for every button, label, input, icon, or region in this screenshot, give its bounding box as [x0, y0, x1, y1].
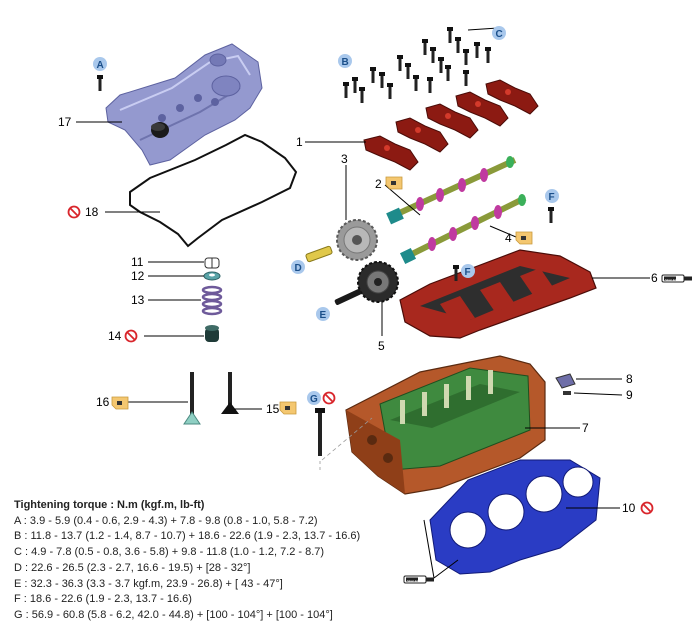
callout-c: C: [496, 29, 503, 40]
camshaft-carrier: [399, 249, 597, 339]
label-17: 17: [58, 115, 72, 129]
callout-g: G: [310, 394, 318, 405]
cylinder-head: [345, 355, 546, 495]
valve-stem-seal: [205, 325, 219, 342]
no-reuse-icon-g: [322, 391, 336, 405]
no-reuse-icon-14: [124, 329, 138, 343]
no-reuse-icon-10: [640, 501, 654, 515]
carrier-bolt-f-upper: [548, 207, 554, 223]
exhaust-camshaft: [386, 156, 517, 225]
label-12: 12: [131, 269, 145, 283]
exhaust-valve: [221, 372, 239, 414]
torque-line-e: E : 32.3 - 36.3 (3.3 - 3.7 kgf.m, 23.9 -…: [14, 577, 283, 590]
torque-line-d: D : 22.6 - 26.5 (2.3 - 2.7, 16.6 - 19.5)…: [14, 561, 251, 574]
label-10: 10: [622, 501, 636, 515]
sprocket-bolt-e: [334, 289, 362, 305]
svg-text:SEALANT: SEALANT: [407, 579, 421, 583]
torque-line-a: A : 3.9 - 5.9 (0.4 - 0.6, 2.9 - 4.3) + 7…: [14, 514, 318, 527]
leader-lines: [76, 27, 650, 579]
label-11: 11: [131, 255, 144, 269]
cylinder-head-cover: [105, 43, 263, 166]
camshaft-bearing-caps: [363, 79, 539, 171]
sealant-icon-gasket: SEALANT: [403, 575, 435, 584]
svg-text:SEALANT: SEALANT: [665, 278, 679, 282]
label-9: 9: [626, 388, 633, 402]
bracket-bolt: [563, 391, 571, 395]
label-14: 14: [108, 329, 122, 343]
torque-line-b: B : 11.8 - 13.7 (1.2 - 1.4, 8.7 - 10.7) …: [14, 530, 361, 543]
label-13: 13: [131, 293, 145, 307]
callout-d: D: [295, 263, 302, 274]
no-reuse-icon-18: [67, 205, 81, 219]
head-bolt-g: [315, 408, 325, 456]
torque-title: Tightening torque : N.m (kgf.m, lb-ft): [14, 499, 205, 511]
label-3: 3: [341, 152, 348, 166]
label-8: 8: [626, 372, 633, 386]
callout-b: B: [342, 57, 349, 68]
head-gasket: [429, 459, 601, 575]
bracket: [555, 373, 576, 389]
torque-line-c: C : 4.9 - 7.8 (0.5 - 0.8, 3.6 - 5.8) + 9…: [14, 546, 325, 559]
cover-bolt-a: [97, 75, 103, 91]
label-15: 15: [266, 402, 280, 416]
label-16: 16: [96, 395, 110, 409]
retainer-lock: [204, 257, 220, 269]
bolt-group-c: [422, 27, 491, 93]
label-5: 5: [378, 339, 385, 353]
valve-spring: [201, 285, 223, 316]
torque-spec-block: Tightening torque : N.m (kgf.m, lb-ft) A…: [14, 498, 434, 624]
label-4: 4: [505, 231, 512, 245]
label-2: 2: [375, 177, 382, 191]
cover-gasket: [129, 133, 298, 248]
spring-retainer: [203, 271, 221, 281]
callout-e: E: [320, 310, 327, 321]
note-icon-2: [385, 176, 403, 190]
intake-camshaft: [399, 194, 527, 265]
camshaft-sprocket: [336, 219, 378, 261]
note-icon-15: [279, 401, 297, 415]
callout-f-lower: F: [465, 267, 471, 278]
torque-line-g: G : 56.9 - 60.8 (5.8 - 6.2, 42.0 - 44.8)…: [14, 608, 333, 621]
intake-valve: [183, 372, 201, 425]
note-icon-4: [515, 231, 533, 245]
label-6: 6: [651, 271, 658, 285]
sealant-tube-icons: SEALANT SEALANT: [403, 274, 693, 584]
torque-letter-callouts: A B C D E F F G: [93, 26, 559, 405]
sealant-icon-carrier: SEALANT: [661, 274, 693, 283]
sprocket-bolt-d: [305, 245, 333, 263]
label-1: 1: [296, 135, 303, 149]
callout-f-upper: F: [549, 192, 555, 203]
bolt-group-b: [343, 55, 419, 103]
torque-line-f: F : 18.6 - 22.6 (1.9 - 2.3, 13.7 - 16.6): [14, 593, 192, 606]
cvvt-assembly: [357, 261, 399, 303]
part-number-labels: 1 2 3 4 5 6 7 8 9 10 11 12 13 14 15 16 1…: [58, 115, 658, 515]
label-18: 18: [85, 205, 99, 219]
label-7: 7: [582, 421, 589, 435]
note-icon-16: [111, 396, 129, 410]
callout-a: A: [97, 60, 104, 71]
